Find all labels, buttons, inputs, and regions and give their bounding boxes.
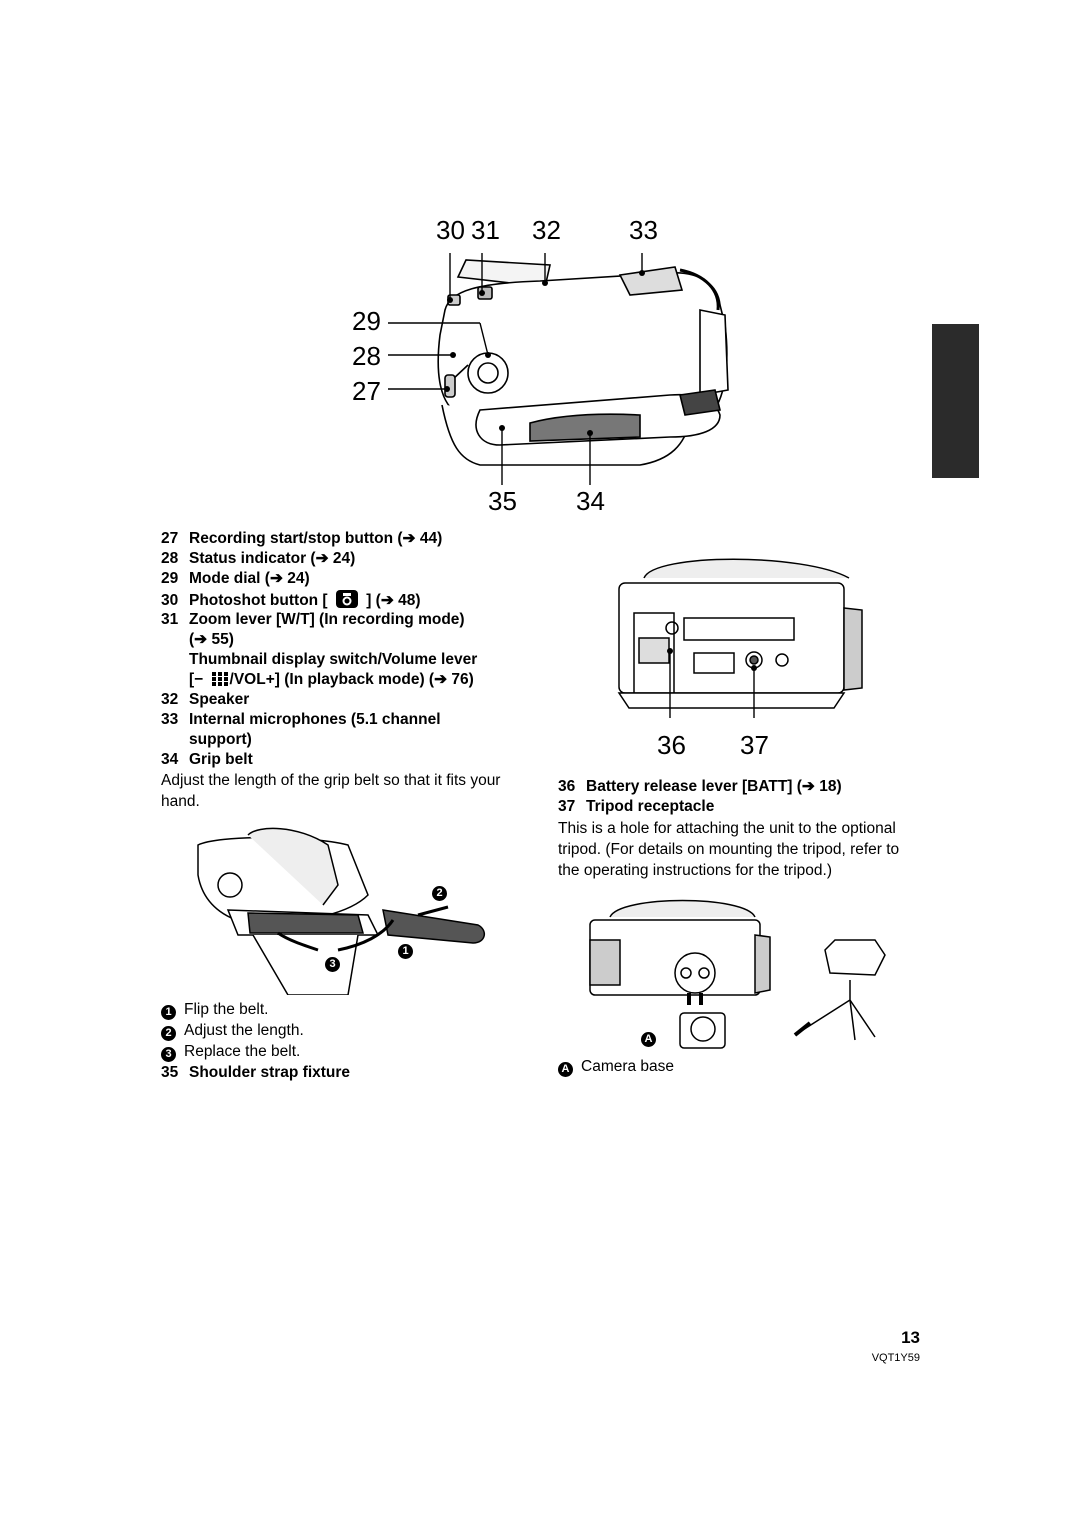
callout-36: 36 [657,730,686,760]
part-33-line2: support) [189,731,252,748]
tripod-mount-diagram [585,895,895,1055]
callout-34: 34 [576,486,605,516]
callout-37: 37 [740,730,769,760]
grip-belt-diagram [188,825,488,996]
grip-belt-illustration [197,827,485,996]
callout-33: 33 [629,215,658,245]
camcorder-rear-illustration [388,253,729,485]
grip-step-marker-1: 1 [398,940,421,959]
callout-29: 29 [352,306,381,336]
thumbnail-grid-icon [211,672,228,686]
camcorder-bottom-illustration [617,558,863,728]
thumbnail-switch-label: Thumbnail display switch/Volume lever [189,651,478,668]
section-side-tab [932,324,979,478]
part-31-ref: (➔ 55) [189,631,234,648]
callout-28: 28 [352,341,381,371]
tripod-marker-a: A [641,1028,664,1047]
page-number: 13 [901,1328,920,1347]
tripod-mount-illustration [589,899,886,1049]
callout-31: 31 [471,215,500,245]
camera-icon [335,590,358,608]
tripod-description: This is a hole for attaching the unit to… [558,820,900,879]
model-code: VQT1Y59 [871,1352,920,1364]
callout-32: 32 [532,215,561,245]
grip-step-marker-2: 2 [432,882,455,901]
grip-step-marker-3: 3 [325,953,348,972]
callout-30: 30 [436,215,465,245]
camcorder-bottom-diagram [604,548,866,728]
grip-belt-description: Adjust the length of the grip belt so th… [161,772,501,810]
thumbnail-switch-line2: [− /VOL+] (In playback mode) (➔ 76) [189,671,474,688]
camcorder-rear-diagram [340,215,760,515]
callout-35: 35 [488,486,517,516]
callout-27: 27 [352,376,381,406]
